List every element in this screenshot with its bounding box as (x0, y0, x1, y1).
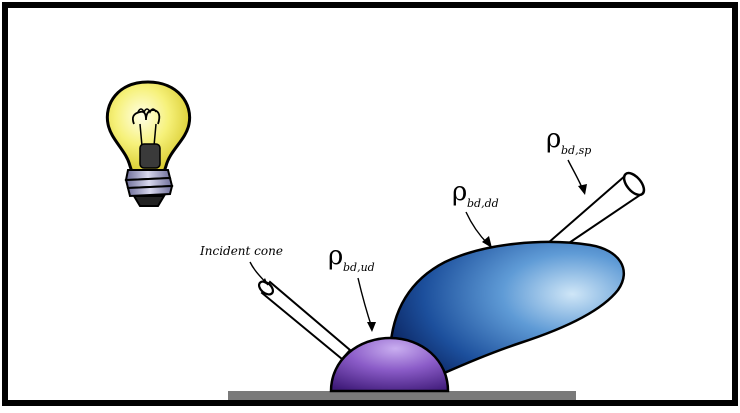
rho-ud-subscript: bd,ud (343, 261, 375, 274)
arrowhead (578, 184, 587, 195)
rho-dd-label: ρ bd,dd (452, 177, 499, 210)
light-bulb-icon (105, 80, 192, 207)
rho-sp-label: ρ bd,sp (546, 124, 591, 157)
rho-sp-symbol: ρ (546, 124, 561, 154)
surface-plane (228, 391, 576, 400)
arrowhead (367, 322, 376, 332)
incident-cone (257, 280, 352, 361)
rho-ud-symbol: ρ (328, 241, 343, 271)
specular-cone (545, 171, 646, 249)
incident-cone-label: Incident cone (199, 244, 283, 258)
rho-sp-subscript: bd,sp (561, 144, 591, 157)
uniform-diffuse-hemisphere (329, 336, 450, 393)
rho-ud-label: ρ bd,ud (328, 241, 375, 274)
arrowhead (262, 278, 268, 285)
rho-dd-symbol: ρ (452, 177, 467, 207)
arrowhead (482, 236, 492, 248)
rho-dd-subscript: bd,dd (467, 197, 499, 210)
